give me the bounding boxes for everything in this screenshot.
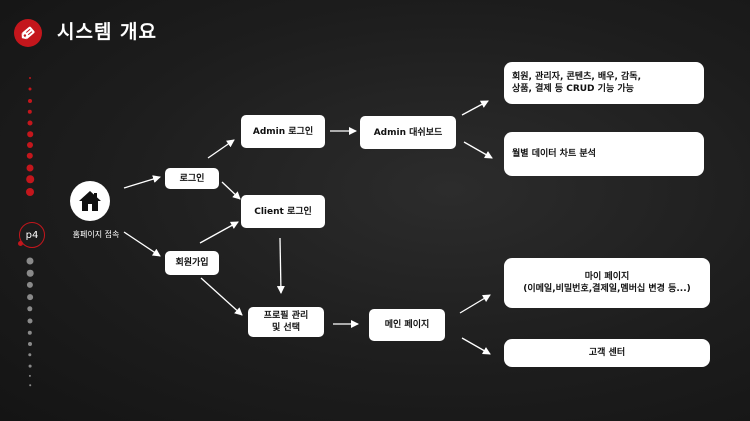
arrow-signup-profile xyxy=(200,277,243,316)
admin-login-label: Admin 로그인 xyxy=(252,126,314,137)
page-number: p4 xyxy=(25,229,39,241)
profile-label-line2: 및 선택 xyxy=(272,323,300,333)
arrow-dashboard-crud xyxy=(461,100,489,116)
monthly-chart-box[interactable]: 월별 데이터 차트 분석 xyxy=(504,132,704,176)
mypage-label-line2: (이메일,비밀번호,결제일,멤버십 변경 등...) xyxy=(523,284,691,294)
mypage-box[interactable]: 마이 페이지 (이메일,비밀번호,결제일,멤버십 변경 등...) xyxy=(504,258,710,308)
progress-dot xyxy=(26,269,34,277)
progress-dot xyxy=(28,87,32,91)
arrow-login-client xyxy=(221,181,241,200)
client-login-label: Client 로그인 xyxy=(254,206,312,217)
progress-dot xyxy=(26,281,34,289)
progress-dot xyxy=(27,330,33,336)
customer-center-box[interactable]: 고객 센터 xyxy=(504,339,710,367)
progress-dot xyxy=(29,384,31,386)
progress-dot xyxy=(29,77,31,79)
admin-dashboard-label: Admin 대쉬보드 xyxy=(373,127,443,138)
profile-label-line1: 프로필 관리 xyxy=(263,311,309,321)
customer-center-label: 고객 센터 xyxy=(588,348,626,358)
progress-dot xyxy=(26,175,34,183)
progress-dot xyxy=(27,318,33,324)
progress-dot xyxy=(26,152,34,160)
progress-dot xyxy=(27,142,33,148)
progress-dot xyxy=(27,109,33,115)
progress-dot xyxy=(28,364,32,368)
progress-dot xyxy=(26,188,34,196)
progress-dot xyxy=(26,257,34,265)
progress-dot xyxy=(28,99,32,103)
arrow-main-mypage xyxy=(459,294,491,314)
progress-dot xyxy=(28,342,32,346)
monthly-chart-label: 월별 데이터 차트 분석 xyxy=(512,149,596,159)
crud-label-line1: 회원, 관리자, 콘텐츠, 배우, 감독, xyxy=(512,72,641,82)
progress-dot xyxy=(27,294,33,300)
arrow-dashboard-chart xyxy=(463,141,493,159)
arrow-client-profile xyxy=(276,237,285,294)
signup-box[interactable]: 회원가입 xyxy=(165,251,219,275)
progress-dot xyxy=(26,164,34,172)
client-login-box[interactable]: Client 로그인 xyxy=(241,195,325,228)
admin-dashboard-box[interactable]: Admin 대쉬보드 xyxy=(360,116,456,149)
main-page-label: 메인 페이지 xyxy=(384,320,430,330)
admin-login-box[interactable]: Admin 로그인 xyxy=(241,115,325,148)
login-box[interactable]: 로그인 xyxy=(165,168,219,189)
tag-icon xyxy=(21,26,35,40)
page-indicator[interactable]: p4 xyxy=(18,222,45,248)
mypage-label-line1: 마이 페이지 xyxy=(584,272,630,282)
arrow-login-admin xyxy=(207,139,235,159)
progress-dot xyxy=(27,131,33,137)
progress-dot xyxy=(27,306,33,312)
home-icon xyxy=(79,191,101,211)
home-node xyxy=(70,181,110,221)
home-label: 홈페이지 접속 xyxy=(72,230,120,239)
arrow-home-signup xyxy=(123,231,161,257)
arrow-home-login xyxy=(123,175,161,189)
crud-box[interactable]: 회원, 관리자, 콘텐츠, 배우, 감독, 상품, 결제 등 CRUD 기능 가… xyxy=(504,62,704,104)
logo xyxy=(14,19,42,47)
signup-label: 회원가입 xyxy=(175,258,209,268)
crud-label-line2: 상품, 결제 등 CRUD 기능 가능 xyxy=(512,84,634,94)
progress-dot xyxy=(27,120,33,126)
arrow-main-center xyxy=(461,337,491,355)
page-title: 시스템 개요 xyxy=(57,21,158,43)
profile-box[interactable]: 프로필 관리 및 선택 xyxy=(248,307,324,337)
arrow-signup-client xyxy=(199,221,239,244)
login-label: 로그인 xyxy=(179,173,205,184)
progress-dot xyxy=(28,374,32,378)
main-page-box[interactable]: 메인 페이지 xyxy=(369,309,445,341)
progress-dot xyxy=(28,353,32,357)
